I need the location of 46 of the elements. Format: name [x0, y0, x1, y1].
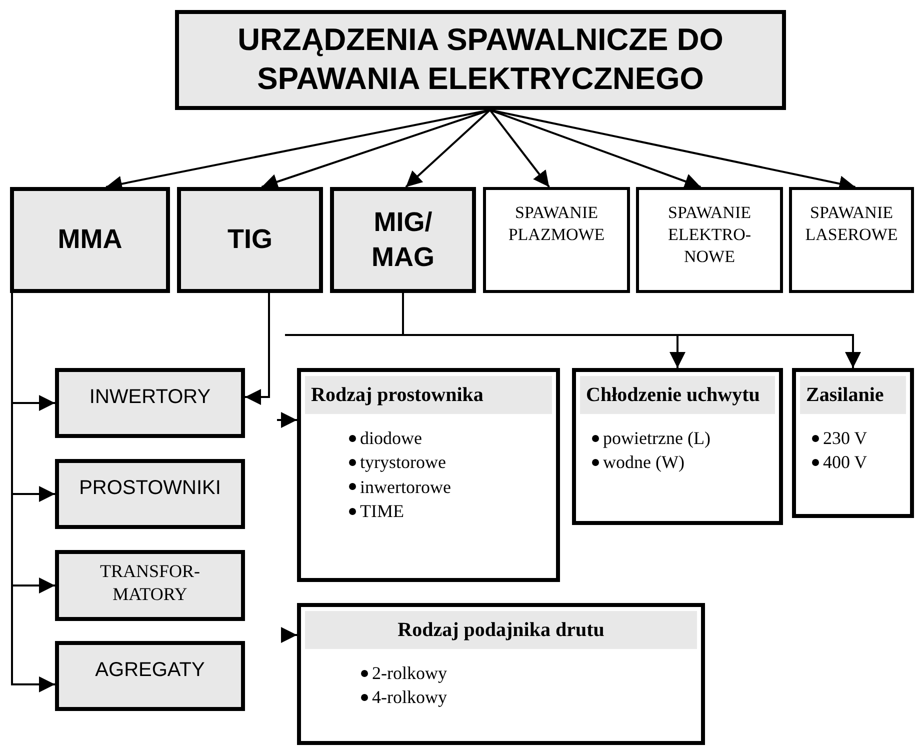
device-box [55, 550, 245, 621]
option-box [297, 603, 705, 745]
list-item: diodowe [360, 427, 422, 450]
list-item: wodne (W) [603, 451, 684, 474]
option-box [297, 368, 560, 582]
device-box [55, 641, 245, 711]
list-item: powietrzne (L) [603, 427, 710, 450]
category-box [636, 187, 783, 293]
box-label: PROSTOWNIKI [79, 476, 221, 501]
list-item: TIME [360, 500, 404, 523]
list-item: 2-rolkowy [372, 662, 447, 685]
box-label: INWERTORY [89, 385, 211, 410]
box-label: MIG/ MAG [370, 206, 436, 274]
category-box [330, 187, 476, 293]
box-label: SPAWANIE PLAZMOWE [507, 202, 606, 246]
list-item: 4-rolkowy [372, 686, 447, 710]
box-heading: Chłodzenie uchwytu [580, 376, 775, 414]
title-box [175, 10, 786, 110]
box-label: SPAWANIE LASEROWE [804, 202, 899, 246]
device-box [55, 459, 245, 529]
box-heading: Rodzaj podajnika drutu [305, 611, 697, 649]
device-box [55, 368, 245, 438]
list-item: 230 V [823, 427, 868, 450]
box-label: MMA [56, 223, 124, 256]
arrow [277, 412, 297, 428]
category-box [789, 187, 914, 293]
box-label: AGREGATY [95, 658, 205, 683]
arrow [490, 109, 702, 190]
category-box [483, 187, 630, 293]
arrow [405, 109, 491, 188]
box-label: SPAWANIE ELEKTRO- NOWE [666, 202, 752, 268]
arrow [489, 109, 550, 188]
category-box [177, 187, 323, 293]
box-label: TRANSFOR- MATORY [98, 560, 202, 606]
arrow [281, 627, 297, 643]
box-heading: Zasilanie [800, 376, 906, 414]
option-box [572, 368, 783, 525]
box-label: URZĄDZENIA SPAWALNICZE DO SPAWANIA ELEKTRYCZNEGO [236, 21, 724, 98]
option-box [792, 368, 914, 518]
list-item: inwertorowe [360, 476, 451, 499]
box-label: TIG [226, 223, 274, 256]
box-heading: Rodzaj prostownika [305, 376, 552, 414]
list-item: tyrystorowe [360, 451, 446, 474]
arrow [245, 293, 270, 405]
list-item: 400 V [823, 451, 868, 474]
category-box [10, 187, 170, 293]
